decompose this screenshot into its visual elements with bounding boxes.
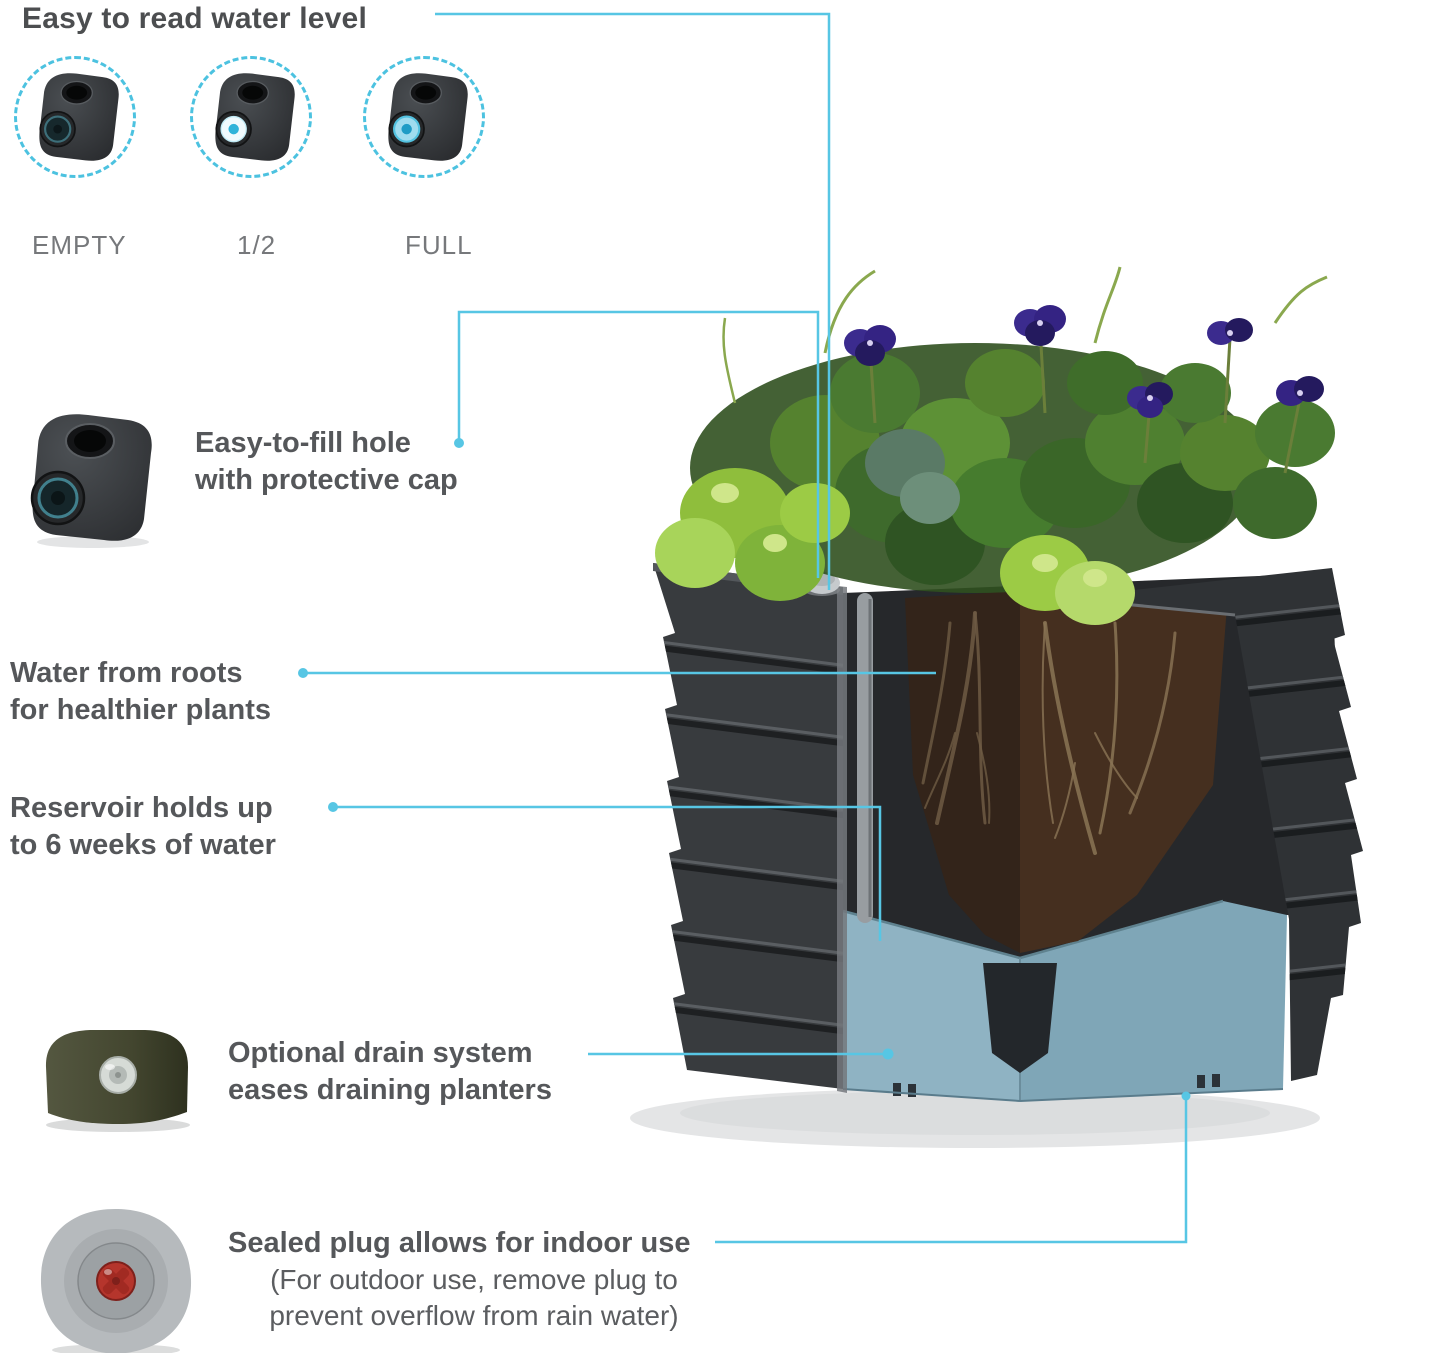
water-gauge-full-icon [388,73,468,161]
callout-fill-hole: Easy-to-fill hole with protective cap [195,425,458,499]
callout-dot-reservoir [328,802,338,812]
water-gauge-half-circle [190,56,312,178]
soil-cross-section [905,591,1227,953]
water-gauge-half-icon [215,73,295,161]
label-full: FULL [405,230,473,260]
callout-plug-note1: (For outdoor use, remove plug to [270,1264,678,1295]
callout-reservoir: Reservoir holds up to 6 weeks of water [10,790,276,864]
callout-fill-hole-line1: Easy-to-fill hole [195,427,411,459]
water-gauge-empty-circle [14,56,136,178]
callout-drain-line1: Optional drain system [228,1037,533,1069]
drain-system-image [45,1030,190,1132]
callout-roots: Water from roots for healthier plants [10,655,271,729]
water-gauge-full-circle [363,56,485,178]
callout-drain: Optional drain system eases draining pla… [228,1035,552,1109]
callout-plug-title: Sealed plug allows for indoor use [228,1227,691,1259]
water-reservoir [842,899,1287,1102]
planter-cutaway-illustration [630,266,1363,1148]
sealed-plug-image [40,1209,192,1353]
callout-reservoir-line1: Reservoir holds up [10,792,273,824]
callout-plug: Sealed plug allows for indoor use (For o… [228,1225,720,1334]
page-title: Easy to read water level [22,2,367,35]
plants-illustration [655,266,1335,625]
callout-drain-line2: eases draining planters [228,1074,552,1106]
callout-roots-line2: for healthier plants [10,694,272,726]
callout-dot-roots [298,668,308,678]
fill-tube [857,593,873,923]
callout-roots-line1: Water from roots [10,657,243,689]
water-gauge-empty-icon [39,73,119,161]
fill-hole-image [30,414,152,548]
callout-reservoir-line2: to 6 weeks of water [10,829,276,861]
purple-flowers [844,305,1324,418]
callout-fill-hole-line2: with protective cap [195,464,458,496]
label-half: 1/2 [237,230,277,260]
roots-illustration [921,611,1177,855]
callout-plug-note2: prevent overflow from rain water) [269,1300,679,1331]
label-empty: EMPTY [32,230,127,260]
